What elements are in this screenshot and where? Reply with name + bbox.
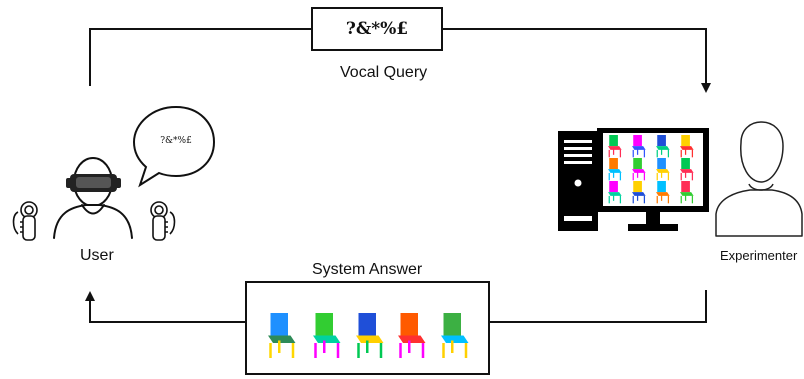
monitor-chair — [656, 181, 670, 204]
answer-flow-arrow — [85, 291, 246, 323]
answer-chair — [398, 313, 426, 358]
monitor-chair — [680, 181, 694, 204]
monitor-chair — [608, 135, 622, 158]
query-box-text: ?&*%£ — [345, 19, 409, 39]
experimenter-label: Experimenter — [720, 248, 798, 263]
user-label: User — [80, 247, 114, 264]
monitor-chair — [608, 181, 622, 204]
user-body — [53, 204, 133, 239]
monitor-chair — [656, 158, 670, 181]
answer-chair — [441, 313, 469, 358]
monitor-chair-grid — [608, 135, 694, 204]
query-flow-arrow — [442, 28, 711, 93]
speech-bubble — [132, 105, 216, 188]
answer-chairs-group — [268, 313, 469, 358]
monitor-chair — [632, 181, 646, 204]
experimenter-figure — [715, 121, 803, 237]
monitor-chair — [680, 135, 694, 158]
monitor-chair — [656, 135, 670, 158]
speech-bubble-text: ?&*%£ — [160, 136, 192, 146]
vr-headset-icon — [66, 174, 121, 192]
pc-tower-icon — [558, 131, 598, 231]
vocal-query-label: Vocal Query — [340, 64, 428, 81]
experimenter-head — [740, 121, 784, 183]
query-box — [311, 7, 443, 51]
system-answer-label: System Answer — [312, 261, 423, 278]
left-controller-icon — [12, 201, 38, 241]
answer-chair — [268, 313, 296, 358]
answer-flow-line — [489, 290, 707, 323]
user-figure — [53, 157, 133, 239]
monitor-chair — [608, 158, 622, 181]
monitor-chair — [632, 135, 646, 158]
query-flow-line — [89, 28, 312, 86]
experimenter-body — [715, 189, 803, 237]
answer-chair — [313, 313, 341, 358]
answer-chair — [356, 313, 384, 358]
monitor-chair — [680, 158, 694, 181]
right-controller-icon — [150, 201, 176, 241]
monitor-chair — [632, 158, 646, 181]
